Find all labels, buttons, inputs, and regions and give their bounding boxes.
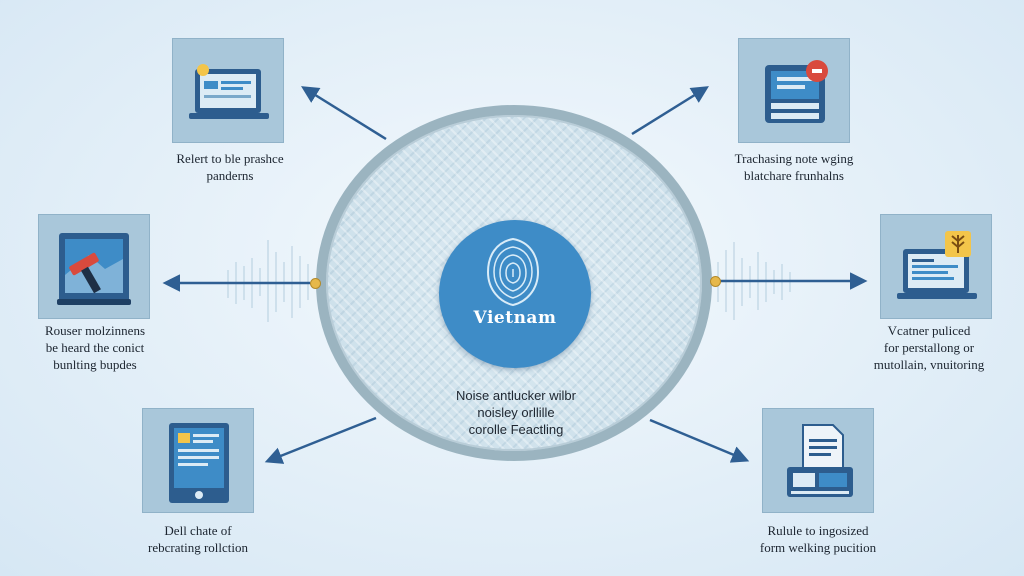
- caption-line: form welking pucition: [759, 540, 877, 555]
- noise-bars-left: [227, 240, 309, 322]
- caption-line: panderns: [206, 168, 254, 183]
- node-card-mid-left: [38, 214, 150, 319]
- caption-line: be heard the conict: [45, 340, 145, 355]
- node-card-mid-right: [880, 214, 992, 319]
- caption-line: blatchare frunhalns: [744, 168, 844, 183]
- caption-line: mutollain, vnuitoring: [873, 357, 985, 372]
- hammer-tablet-icon: [57, 233, 131, 305]
- laptop-icon: [189, 64, 269, 119]
- arrow-bottom-right: [649, 418, 750, 463]
- node-card-top-right: [738, 38, 850, 143]
- caption-line: for perstallong or: [883, 340, 975, 355]
- center-caption-line: noisley orllille: [477, 405, 555, 420]
- center-caption: Noise antlucker wilbr noisley orllille c…: [416, 387, 616, 438]
- node-caption-bottom-left: Dell chate of rebcrating rollction: [98, 522, 298, 556]
- caption-line: bunlting bupdes: [53, 357, 137, 372]
- center-caption-line: Noise antlucker wilbr: [456, 388, 576, 403]
- fingerprint-shield-icon: [486, 237, 540, 307]
- laptop-plant-icon: [897, 231, 977, 299]
- caption-line: Rulule to ingosized: [767, 523, 869, 538]
- node-caption-mid-right: Vcatner puliced for perstallong or mutol…: [834, 322, 1024, 373]
- document-printer-icon: [787, 424, 853, 497]
- caption-line: Trachasing note wging: [734, 151, 854, 166]
- node-caption-mid-left: Rouser molzinnens be heard the conict bu…: [0, 322, 190, 373]
- arrow-top-right: [631, 86, 709, 136]
- printer-alert-icon: [765, 60, 828, 123]
- connector-dot-left: [310, 278, 321, 289]
- arrow-bottom-left: [264, 416, 377, 464]
- node-caption-top-right: Trachasing note wging blatchare frunhaln…: [694, 150, 894, 184]
- node-caption-bottom-right: Rulule to ingosized form welking pucitio…: [718, 522, 918, 556]
- connector-dot-right: [710, 276, 721, 287]
- node-card-bottom-left: [142, 408, 254, 513]
- center-label: Vietnam: [473, 308, 557, 328]
- center-core: [439, 220, 591, 368]
- node-card-top-left: [172, 38, 284, 143]
- center-caption-line: corolle Feactling: [468, 422, 564, 437]
- node-card-bottom-right: [762, 408, 874, 513]
- document-tablet-icon: [169, 423, 229, 503]
- caption-line: Dell chate of: [164, 523, 232, 538]
- node-caption-top-left: Relert to ble prashce panderns: [130, 150, 330, 184]
- caption-line: Rouser molzinnens: [44, 323, 145, 338]
- caption-line: Vcatner puliced: [887, 323, 971, 338]
- arrow-top-left: [301, 86, 387, 141]
- caption-line: Relert to ble prashce: [176, 151, 284, 166]
- caption-line: rebcrating rollction: [148, 540, 248, 555]
